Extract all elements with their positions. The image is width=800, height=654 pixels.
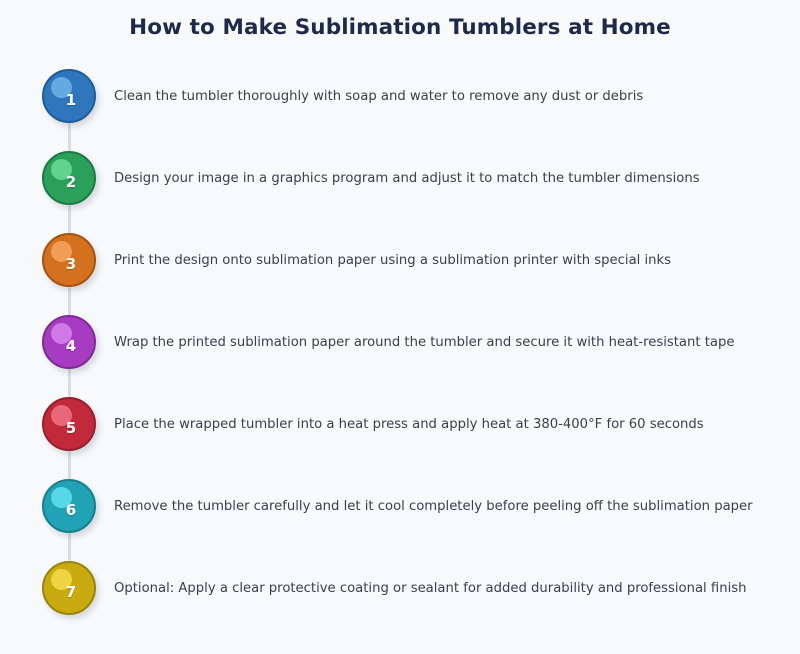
step-number: 7 xyxy=(65,583,77,601)
list-item: 5 Place the wrapped tumbler into a heat … xyxy=(0,397,800,479)
list-item: 3 Print the design onto sublimation pape… xyxy=(0,233,800,315)
step-description: Wrap the printed sublimation paper aroun… xyxy=(114,335,735,350)
step-description: Optional: Apply a clear protective coati… xyxy=(114,581,747,596)
step-number: 6 xyxy=(65,501,77,519)
step-marker-2[interactable]: 2 xyxy=(42,151,96,205)
step-number: 4 xyxy=(65,337,77,355)
step-number: 2 xyxy=(65,173,77,191)
list-item: 7 Optional: Apply a clear protective coa… xyxy=(0,561,800,651)
step-connector-line xyxy=(68,287,71,315)
list-item: 6 Remove the tumbler carefully and let i… xyxy=(0,479,800,561)
list-item: 4 Wrap the printed sublimation paper aro… xyxy=(0,315,800,397)
step-description: Place the wrapped tumbler into a heat pr… xyxy=(114,417,704,432)
step-connector-line xyxy=(68,533,71,561)
step-marker-4[interactable]: 4 xyxy=(42,315,96,369)
step-marker-3[interactable]: 3 xyxy=(42,233,96,287)
step-marker-5[interactable]: 5 xyxy=(42,397,96,451)
page-title: How to Make Sublimation Tumblers at Home xyxy=(129,15,671,40)
step-marker-6[interactable]: 6 xyxy=(42,479,96,533)
step-marker-1[interactable]: 1 xyxy=(42,69,96,123)
step-number: 3 xyxy=(65,255,77,273)
step-description: Remove the tumbler carefully and let it … xyxy=(114,499,753,514)
list-item: 1 Clean the tumbler thoroughly with soap… xyxy=(0,69,800,151)
step-description: Print the design onto sublimation paper … xyxy=(114,253,672,268)
step-description: Design your image in a graphics program … xyxy=(114,171,700,186)
step-connector-line xyxy=(68,123,71,151)
step-marker-7[interactable]: 7 xyxy=(42,561,96,615)
step-connector-line xyxy=(68,451,71,479)
step-list: 1 Clean the tumbler thoroughly with soap… xyxy=(0,69,800,651)
step-description: Clean the tumbler thoroughly with soap a… xyxy=(114,89,644,104)
step-number: 5 xyxy=(65,419,77,437)
step-connector-line xyxy=(68,369,71,397)
list-item: 2 Design your image in a graphics progra… xyxy=(0,151,800,233)
step-connector-line xyxy=(68,205,71,233)
step-number: 1 xyxy=(65,91,77,109)
